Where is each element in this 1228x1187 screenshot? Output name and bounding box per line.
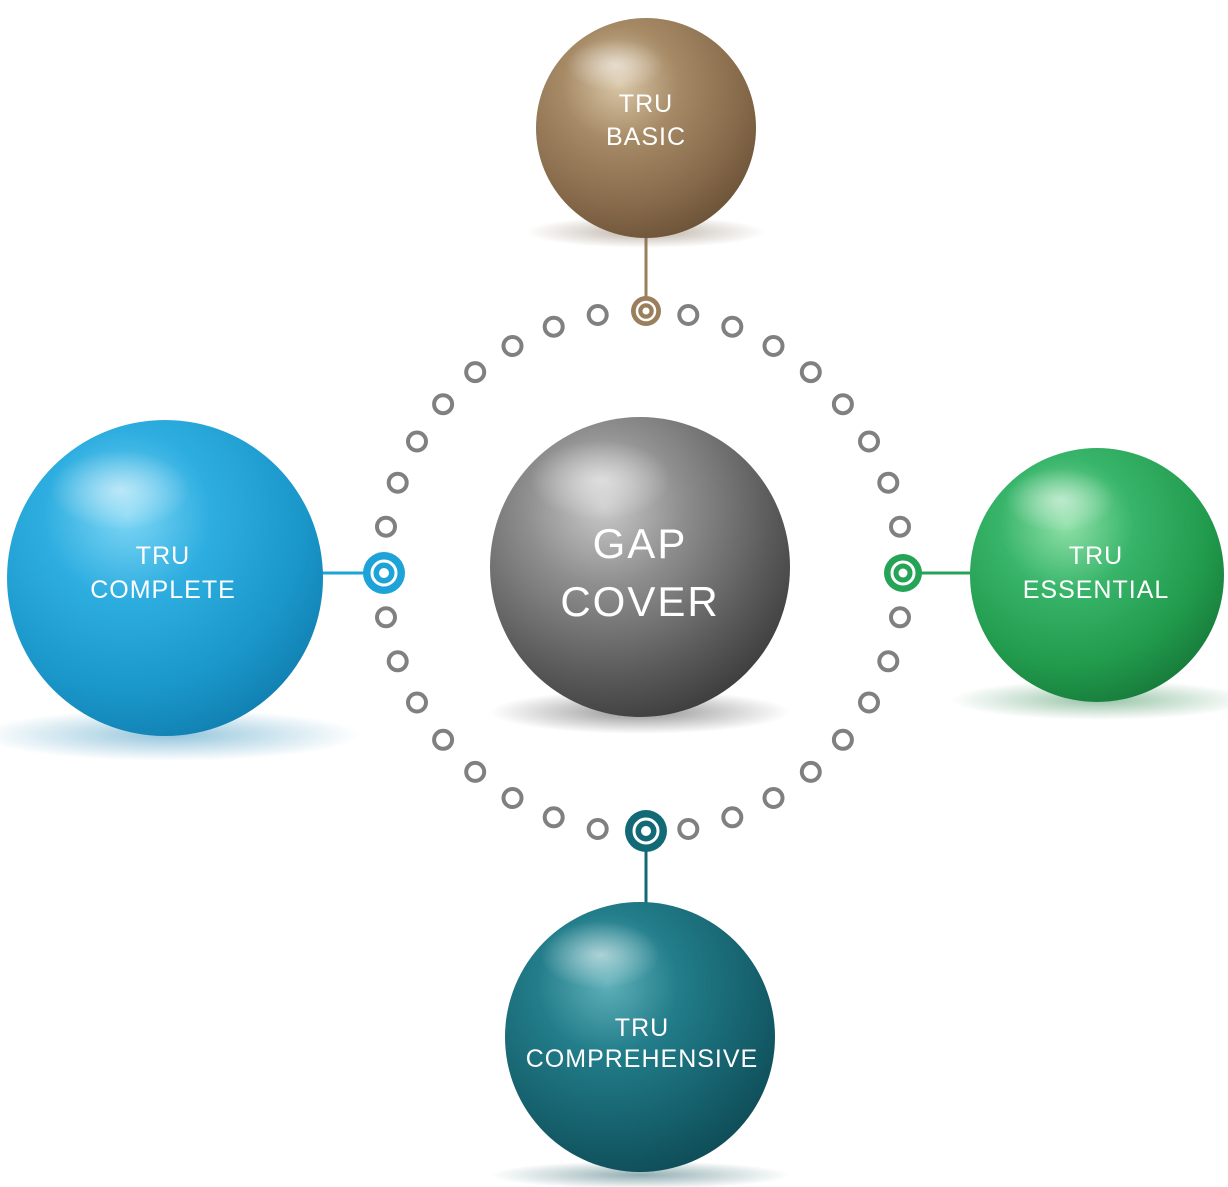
essential-label-line1: TRU (1069, 542, 1123, 570)
ring-dot (406, 691, 428, 714)
target-marker-complete (363, 552, 405, 594)
ring-dot (375, 515, 397, 538)
target-marker-essential (884, 554, 922, 592)
sphere-tru-complete: TRU COMPLETE (7, 420, 323, 736)
ring-dot (375, 606, 397, 629)
sphere-tru-basic: TRU BASIC (536, 18, 756, 238)
complete-label-line2: COMPLETE (90, 576, 236, 604)
ring-dot (464, 760, 487, 783)
ring-dot (799, 760, 822, 783)
ring-dot (677, 818, 700, 840)
basic-label-line2: BASIC (606, 123, 686, 151)
ring-dot (677, 304, 700, 326)
basic-label-line1: TRU (619, 90, 673, 118)
ring-dot (889, 606, 911, 629)
center-label-line2: COVER (560, 578, 719, 625)
ring-dot (889, 515, 911, 538)
comprehensive-label-line2: COMPREHENSIVE (526, 1045, 758, 1073)
sphere-tru-comprehensive: TRU COMPREHENSIVE (505, 902, 775, 1172)
ring-dot (721, 315, 744, 338)
ring-dot (799, 361, 822, 384)
ring-dot (721, 806, 744, 829)
sphere-tru-essential: TRU ESSENTIAL (970, 448, 1224, 702)
ring-dot (386, 471, 409, 494)
target-marker-comprehensive (625, 810, 667, 852)
ring-dot (762, 787, 785, 809)
center-label-line1: GAP (593, 520, 688, 567)
dotted-ring (375, 304, 911, 840)
ring-dot (501, 787, 524, 809)
ring-dot (501, 335, 524, 357)
ring-dot (542, 315, 565, 338)
sphere-gap-cover: GAP COVER (490, 417, 790, 717)
ring-dot (858, 691, 880, 714)
ring-dot (464, 361, 487, 384)
comprehensive-label-line1: TRU (615, 1014, 669, 1042)
ring-dot (542, 806, 565, 829)
ring-dot (877, 650, 900, 673)
essential-label-line2: ESSENTIAL (1023, 576, 1170, 604)
ring-dot (831, 728, 854, 751)
ring-dot (586, 304, 609, 326)
ring-dot (858, 430, 880, 453)
complete-label-line1: TRU (136, 542, 190, 570)
ring-dot (831, 393, 854, 416)
ring-dot (406, 430, 428, 453)
ring-dot (432, 728, 455, 751)
ring-dot (432, 393, 455, 416)
ring-dot (586, 818, 609, 840)
ring-dot (762, 335, 785, 357)
ring-dot (877, 471, 900, 494)
ring-dot (386, 650, 409, 673)
target-marker-basic (631, 296, 661, 326)
